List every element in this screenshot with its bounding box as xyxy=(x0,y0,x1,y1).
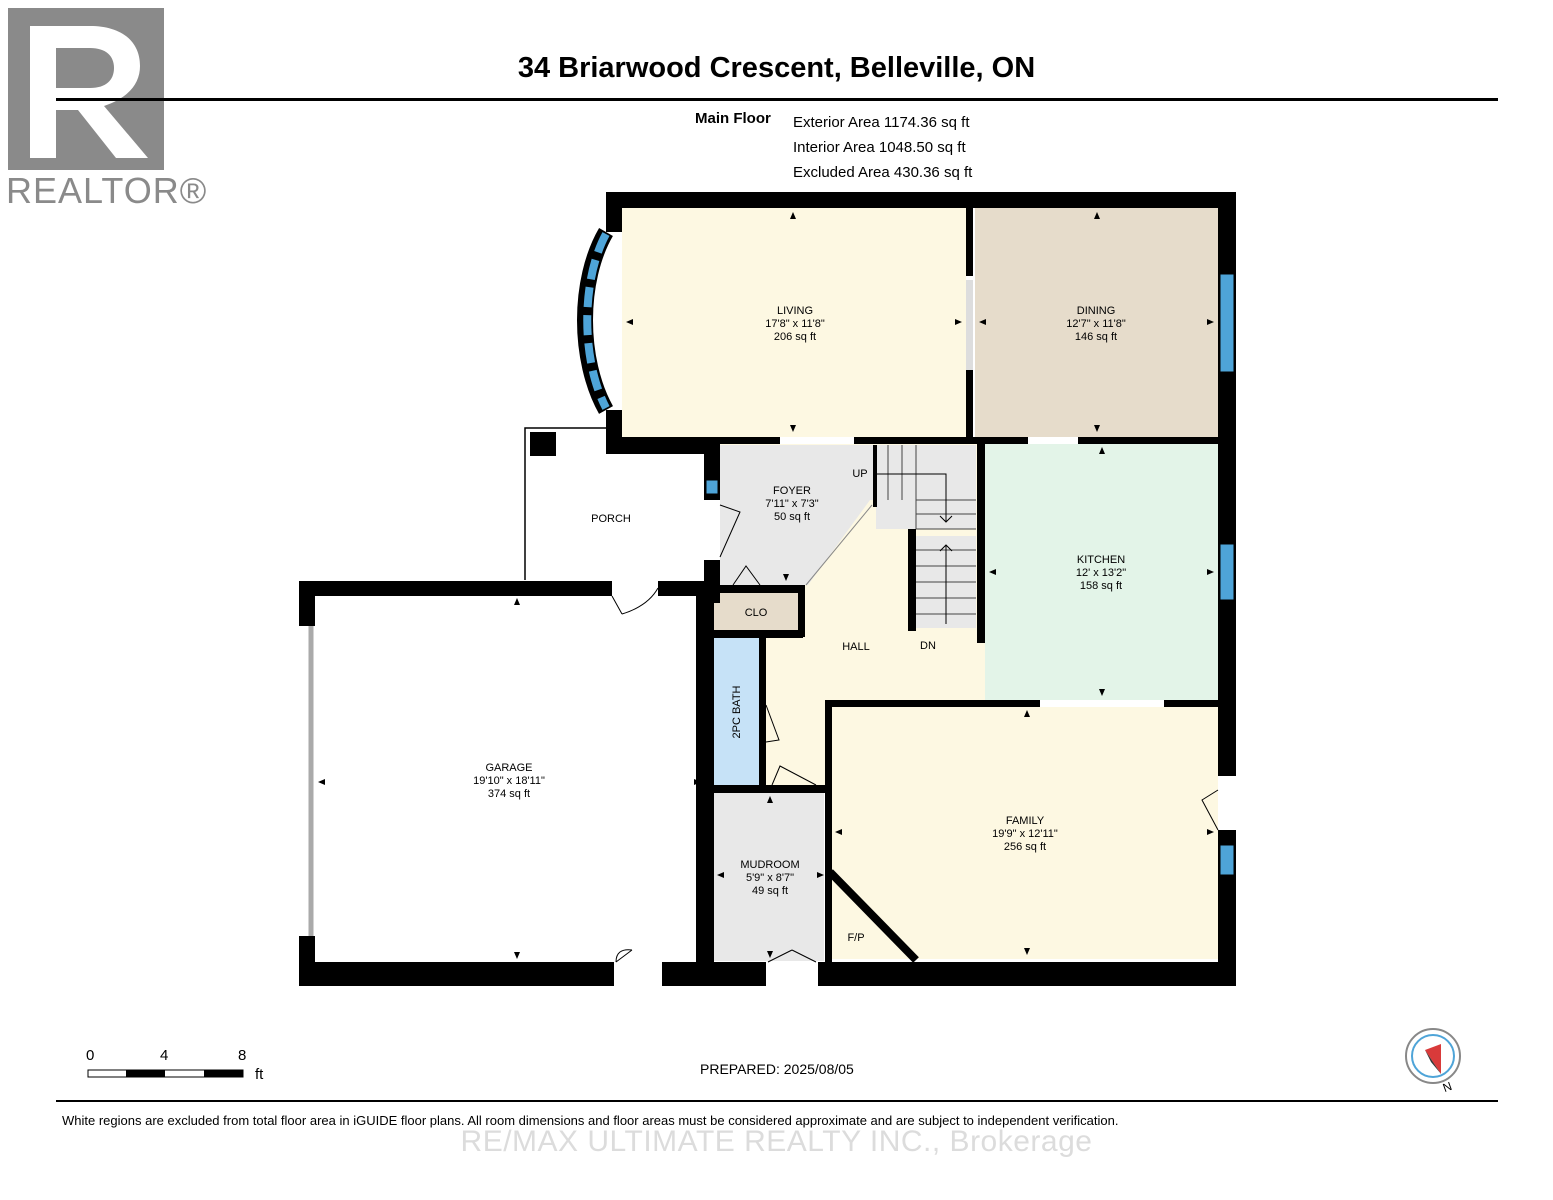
door-swings xyxy=(611,504,1219,963)
dining-room-fill xyxy=(975,208,1218,437)
foyer-dims: 7'11" x 7'3" xyxy=(765,498,818,510)
realtor-logo-icon xyxy=(8,8,164,170)
closet-fill xyxy=(714,593,798,633)
scale-unit: ft xyxy=(255,1066,264,1083)
interior-area: Interior Area 1048.50 sq ft xyxy=(793,139,966,156)
stairs-up-fill xyxy=(876,445,976,529)
garage-dims: 19'10" x 18'11" xyxy=(473,775,545,787)
garage-area: 374 sq ft xyxy=(488,788,530,800)
windows xyxy=(705,273,1235,876)
porch-post xyxy=(530,432,556,456)
dining-name: DINING xyxy=(1077,305,1116,317)
garage-name: GARAGE xyxy=(485,762,532,774)
realtor-logo-text: REALTOR® xyxy=(6,170,208,211)
living-room-fill xyxy=(622,208,969,437)
fireplace-label: F/P xyxy=(847,932,864,944)
disclaimer-text: White regions are excluded from total fl… xyxy=(62,1113,1119,1128)
header-divider xyxy=(56,98,1498,101)
compass-icon xyxy=(1405,1028,1461,1084)
area-summary: Exterior Area 1174.36 sq ft Interior Are… xyxy=(793,110,972,185)
stairs-down-label: DN xyxy=(920,640,936,652)
kitchen-name: KITCHEN xyxy=(1077,554,1125,566)
bath-fill xyxy=(714,638,759,785)
fireplace-wall xyxy=(827,869,919,963)
excluded-area: Excluded Area 430.36 sq ft xyxy=(793,164,973,181)
scale-tick-4: 4 xyxy=(160,1047,169,1064)
bay-window-glass xyxy=(583,232,610,410)
kitchen-dims: 12' x 13'2" xyxy=(1076,567,1126,579)
mudroom-name: MUDROOM xyxy=(740,859,799,871)
porch-outline xyxy=(524,427,610,580)
scale-tick-8: 8 xyxy=(238,1047,247,1064)
living-name: LIVING xyxy=(777,305,813,317)
page-title: 34 Briarwood Crescent, Belleville, ON xyxy=(517,52,1036,84)
footer-divider xyxy=(56,1100,1498,1102)
kitchen-area: 158 sq ft xyxy=(1080,580,1122,592)
closet-label: CLO xyxy=(745,607,768,619)
dimension-arrows xyxy=(318,212,1214,959)
mudroom-dims: 5'9" x 8'7" xyxy=(746,872,794,884)
mudroom-area: 49 sq ft xyxy=(752,885,788,897)
dining-area: 146 sq ft xyxy=(1075,331,1117,343)
family-room-fill xyxy=(832,707,1218,959)
opening-1 xyxy=(966,280,973,370)
mudroom-fill xyxy=(714,793,824,961)
hall-label: HALL xyxy=(842,641,870,653)
stairs xyxy=(876,445,976,624)
family-area: 256 sq ft xyxy=(1004,841,1046,853)
living-dims: 17'8" x 11'8" xyxy=(765,318,825,330)
stairs-up-label: UP xyxy=(852,468,867,480)
scale-bar xyxy=(87,1069,244,1078)
family-dims: 19'9" x 12'11" xyxy=(992,828,1058,840)
bath-label: 2PC BATH xyxy=(731,685,743,738)
foyer-name: FOYER xyxy=(773,485,811,497)
foyer-edge xyxy=(805,504,873,586)
brokerage-watermark: RE/MAX ULTIMATE REALTY INC., Brokerage xyxy=(460,1125,1093,1158)
scale-tick-0: 0 xyxy=(86,1047,95,1064)
kitchen-fill xyxy=(985,443,1218,700)
floor-label: Main Floor xyxy=(695,110,771,127)
living-area: 206 sq ft xyxy=(774,331,816,343)
dining-dims: 12'7" x 11'8" xyxy=(1066,318,1126,330)
family-name: FAMILY xyxy=(1006,815,1045,827)
exterior-area: Exterior Area 1174.36 sq ft xyxy=(793,114,970,131)
prepared-date: PREPARED: 2025/08/05 xyxy=(700,1061,854,1077)
foyer-area: 50 sq ft xyxy=(774,511,810,523)
porch-label: PORCH xyxy=(591,513,631,525)
